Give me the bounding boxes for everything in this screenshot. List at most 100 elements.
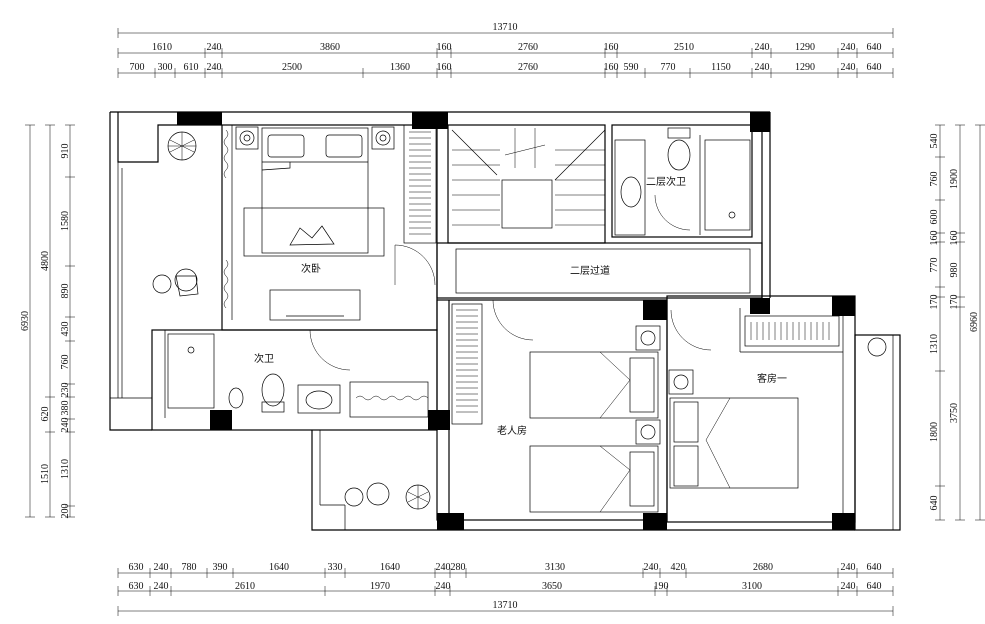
dim-text: 240 [755,62,770,73]
dim-text: 2610 [235,581,255,592]
dim-text: 240 [755,42,770,53]
dim-text: 1580 [60,211,71,231]
dim-text: 2510 [674,42,694,53]
column [177,112,222,125]
dim-text: 240 [644,562,659,573]
dim-text: 170 [929,295,940,310]
dim-text: 190 [654,581,669,592]
dim-text: 1150 [711,62,731,73]
dim-text: 230 [60,383,71,398]
left-dimension-lines [25,124,75,518]
dim-text: 160 [604,42,619,53]
dim-text: 240 [436,562,451,573]
room-label-second-bath: 次卫 [254,352,274,365]
door-swing [309,194,712,371]
wardrobe [403,124,437,244]
walls [109,111,901,531]
dim-text: 240 [436,581,451,592]
dim-text: 240 [154,581,169,592]
dim-text: 240 [841,581,856,592]
dim-text: 780 [182,562,197,573]
nightstand-lamp-icon [371,126,395,150]
lounge-chair [152,268,199,297]
dim-text: 1310 [929,334,940,354]
dim-text: 240 [841,62,856,73]
dim-text: 280 [451,562,466,573]
dim-text: 980 [949,263,960,278]
dim-text: 620 [40,407,51,422]
column [437,513,464,530]
dim-text: 4800 [40,251,51,271]
column [210,410,232,430]
single-bed [529,351,659,419]
bottom-total-dim: 13710 [493,600,518,611]
dim-text: 300 [158,62,173,73]
dim-text: 2760 [518,62,538,73]
right-dimension-lines [935,124,985,521]
toilet-icon [667,127,691,171]
dim-text: 3100 [742,581,762,592]
top-total-dim: 13710 [493,22,518,33]
dim-text: 1900 [949,169,960,189]
dim-text: 1360 [390,62,410,73]
double-bed [243,127,385,257]
sink-icon [297,384,341,414]
nightstand-lamp-icon [235,126,259,150]
dim-text: 160 [604,62,619,73]
bottom-dimension-lines [117,568,894,616]
single-bed [529,445,659,513]
nightstand-lamp-icon [635,325,661,351]
nightstand-lamp-icon [668,369,694,395]
dim-text: 1610 [152,42,172,53]
curtain [223,129,229,309]
dim-text: 540 [929,134,940,149]
dim-text: 1290 [795,62,815,73]
right-dimension-text: 540 760 600 160 770 170 1310 1800 640 19… [929,134,980,511]
dim-text: 240 [207,42,222,53]
column [832,296,855,316]
dim-text: 1640 [269,562,289,573]
wardrobe [744,315,840,347]
dim-text: 3750 [949,403,960,423]
shower-icon [699,135,751,235]
cabinet [349,381,429,418]
dim-text: 170 [949,295,960,310]
dim-text: 160 [929,231,940,246]
column [750,112,770,132]
dim-text: 2680 [753,562,773,573]
dim-text: 3860 [320,42,340,53]
dim-text: 240 [60,418,71,433]
dim-text: 3130 [545,562,565,573]
room-label-second-floor-bath: 二层次卫 [646,175,686,188]
column [643,300,667,320]
lounge-chair [344,482,390,507]
dim-text: 760 [929,172,940,187]
dim-text: 1290 [795,42,815,53]
dim-text: 630 [129,581,144,592]
dim-text: 1640 [380,562,400,573]
dim-text: 390 [213,562,228,573]
dim-text: 420 [671,562,686,573]
dim-text: 2500 [282,62,302,73]
dim-text: 770 [929,258,940,273]
bottom-dimension-text: 630 240 780 390 1640 330 1640 240 280 31… [129,562,882,611]
dim-text: 640 [867,62,882,73]
top-dimension-text: 13710 1610 240 3860 160 2760 160 2510 24… [130,22,882,73]
column [643,513,667,530]
double-bed [669,397,799,489]
staircase [451,128,606,229]
dim-text: 590 [624,62,639,73]
dim-text: 2760 [518,42,538,53]
dim-text: 160 [437,62,452,73]
dim-text: 600 [929,210,940,225]
dim-text: 610 [184,62,199,73]
dim-text: 640 [867,42,882,53]
column [412,112,448,129]
dim-text: 240 [841,42,856,53]
dim-text: 640 [929,496,940,511]
shower-icon [167,333,215,409]
desk [269,289,361,321]
left-total-dim: 6930 [20,311,31,331]
balcony-table [867,337,887,357]
